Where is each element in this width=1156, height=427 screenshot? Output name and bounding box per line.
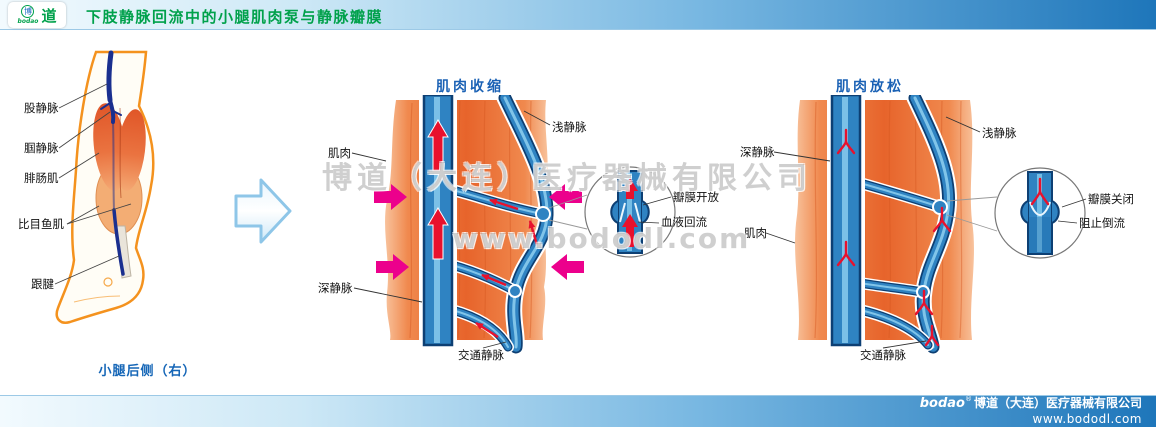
gastrocnemius-muscle <box>93 103 146 199</box>
footer-website: www.bododl.com <box>1032 412 1142 427</box>
ankle-bone <box>103 277 113 287</box>
leg-diagram: 股静脉 腘静脉 腓肠肌 比目鱼肌 跟腱 <box>18 50 155 324</box>
label-gastrocnemius: 腓肠肌 <box>24 171 59 185</box>
logo-symbol: 博 <box>23 7 32 16</box>
blood-flow-up-arrows <box>427 119 449 260</box>
perforator-flow-arrows <box>475 198 539 339</box>
relaxation-leader-lines <box>765 116 981 349</box>
label-popliteal-vein: 腘静脉 <box>24 141 59 155</box>
blood-below-valve <box>1029 217 1051 253</box>
label-muscle: 肌肉 <box>328 146 351 160</box>
logo-dao-char: 道 <box>41 6 57 25</box>
blocked-backflow-mark <box>1030 177 1050 206</box>
flow-up-arrow <box>622 214 638 247</box>
superficial-vein <box>906 95 958 356</box>
relaxation-diagram: 深静脉 浅静脉 肌肉 交通静脉 瓣膜关闭 阻止倒流 <box>740 95 1134 362</box>
footer-company-line: bodao®博道（大连）医疗器械有限公司 <box>919 394 1142 412</box>
footer-brand: bodao <box>919 395 965 411</box>
closed-valve-marks <box>836 128 952 347</box>
valve-leaflet-closed <box>1029 201 1041 216</box>
footer-bar: bodao®博道（大连）医疗器械有限公司 www.bododl.com <box>0 395 1156 427</box>
compression-arrows <box>374 184 584 280</box>
inset-valve-closed: 瓣膜关闭 阻止倒流 <box>946 167 1134 259</box>
label-achilles-tendon: 跟腱 <box>31 277 54 291</box>
valve-leaflet-closed <box>1039 201 1051 216</box>
leg-caption: 小腿后侧（右） <box>98 364 197 379</box>
label-perforator-vein: 交通静脉 <box>860 348 906 362</box>
label-superficial-vein: 浅静脉 <box>552 120 587 134</box>
logo-brand-text: bodao <box>17 18 39 25</box>
panel-title-contraction: 肌肉收缩 <box>436 79 504 95</box>
label-valve-open: 瓣膜开放 <box>673 190 719 204</box>
header-bar: 博 bodao 道 下肢静脉回流中的小腿肌肉泵与静脉瓣膜 <box>0 0 1156 30</box>
leg-vein <box>100 50 125 276</box>
footer-company: 博道（大连）医疗器械有限公司 <box>973 395 1142 410</box>
leg-leader-lines <box>54 83 132 285</box>
page-title: 下肢静脉回流中的小腿肌肉泵与静脉瓣膜 <box>86 8 384 26</box>
flow-up-arrow <box>622 178 638 199</box>
label-perforator-vein: 交通静脉 <box>458 348 504 362</box>
valve-leaflet-open <box>634 202 641 223</box>
contraction-leader-lines <box>351 110 551 349</box>
valve-sinus-bulb <box>508 284 522 298</box>
contraction-diagram: 肌肉 浅静脉 深静脉 交通静脉 瓣膜开放 血液回流 <box>318 95 719 362</box>
label-blood-return: 血液回流 <box>661 215 707 229</box>
panel-title-relaxation: 肌肉放松 <box>836 79 904 95</box>
label-deep-vein: 深静脉 <box>318 281 353 295</box>
logo: 博 bodao 道 <box>8 2 66 28</box>
label-femoral-vein: 股静脉 <box>24 101 59 115</box>
inset-valve-open: 瓣膜开放 血液回流 <box>548 166 719 258</box>
footer-registered-mark: ® <box>964 394 972 403</box>
label-superficial-vein: 浅静脉 <box>982 126 1017 140</box>
transition-arrow-icon <box>234 178 292 244</box>
label-muscle: 肌肉 <box>744 226 767 240</box>
valve-sinus-bulb <box>932 199 948 215</box>
label-deep-vein: 深静脉 <box>740 145 775 159</box>
superficial-vein <box>496 95 556 356</box>
valve-leaflet-open <box>619 202 626 223</box>
label-soleus: 比目鱼肌 <box>18 217 64 231</box>
label-valve-closed: 瓣膜关闭 <box>1088 192 1134 206</box>
foot-arch-line <box>73 295 121 303</box>
logo-circle-icon: 博 <box>21 5 35 18</box>
label-stop-backflow: 阻止倒流 <box>1079 216 1125 230</box>
valve-sinus-bulb <box>535 206 551 222</box>
